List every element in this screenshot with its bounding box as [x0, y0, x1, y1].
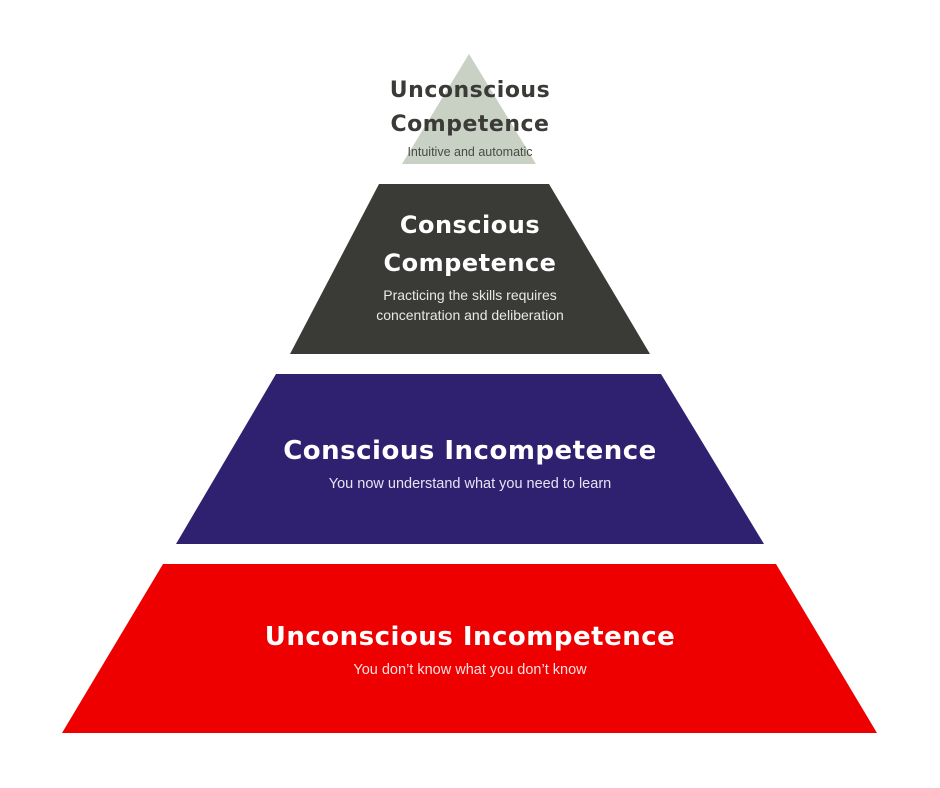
tier-unconscious-competence-description: Intuitive and automatic: [407, 145, 533, 159]
tier-unconscious-competence-title-line-1: Unconscious: [389, 78, 551, 103]
tier-conscious-incompetence-title: Conscious Incompetence: [283, 436, 657, 466]
tier-conscious-incompetence-description: You now understand what you need to lear…: [328, 476, 612, 492]
tier-unconscious-incompetence-shape: [62, 564, 877, 733]
tier-unconscious-competence-shape: [402, 54, 536, 164]
tier-conscious-incompetence-shape: [176, 374, 764, 544]
tier-conscious-competence-shape: [290, 184, 650, 354]
tier-conscious-competence-title-line-1: Conscious: [399, 211, 541, 239]
tier-conscious-competence-title-line-2: Competence: [383, 249, 557, 277]
tier-unconscious-incompetence-title: Unconscious Incompetence: [264, 622, 676, 652]
tier-conscious-competence-description-line-2: concentration and deliberation: [376, 307, 564, 323]
tier-unconscious-competence-title-line-2: Competence: [390, 112, 550, 137]
tier-unconscious-incompetence-description: You don’t know what you don’t know: [353, 662, 587, 678]
tier-conscious-competence-description-line-1: Practicing the skills requires: [383, 287, 557, 303]
